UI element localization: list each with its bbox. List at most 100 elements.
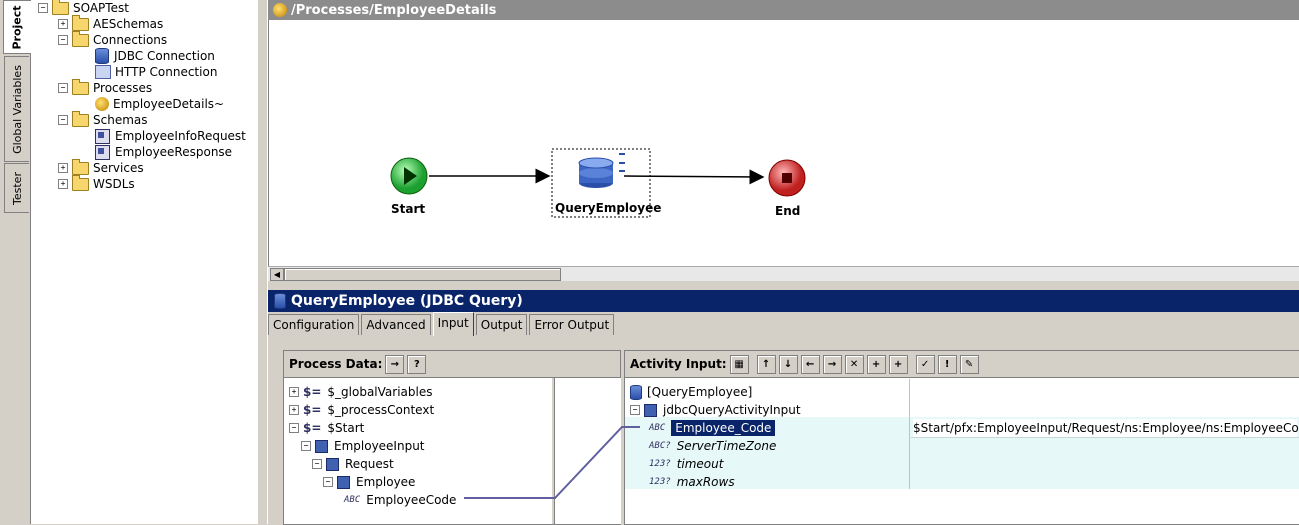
activity-input-header: Activity Input: ▦ ↑ ↓ ← → ✕ + + ✓ ! ✎	[625, 351, 1299, 378]
transition-query-end[interactable]	[623, 169, 765, 185]
activity-input-row[interactable]: [QueryEmployee]	[630, 383, 752, 401]
collapse-icon[interactable]: −	[38, 3, 48, 13]
tree-item-processes[interactable]: − Processes	[58, 78, 152, 96]
process-data-row[interactable]: +$=$_processContext	[289, 401, 434, 419]
scroll-thumb[interactable]	[284, 268, 561, 281]
activity-title: QueryEmployee (JDBC Query)	[291, 293, 523, 309]
add-icon[interactable]: +	[866, 354, 886, 374]
activity-tabs: Configuration Advanced Input Output Erro…	[268, 312, 616, 336]
tab-project[interactable]: Project	[3, 0, 31, 54]
start-node[interactable]	[390, 157, 428, 195]
scroll-left-icon[interactable]: ◀	[270, 268, 284, 281]
mapping-expression[interactable]: $Start/pfx:EmployeeInput/Request/ns:Empl…	[913, 419, 1299, 437]
process-diagram	[390, 148, 806, 218]
stop-icon	[782, 173, 792, 183]
move-right-icon[interactable]: →	[822, 354, 842, 374]
variable-icon: $=	[303, 421, 322, 435]
tree-item-http-connection[interactable]: HTTP Connection	[95, 64, 217, 80]
move-left-icon[interactable]: ←	[800, 354, 820, 374]
process-data-row[interactable]: −EmployeeInput	[301, 437, 425, 455]
tree-root[interactable]: − SOAPTest	[38, 0, 129, 16]
tab-advanced[interactable]: Advanced	[361, 314, 431, 335]
collapse-icon[interactable]: −	[58, 35, 68, 45]
database-icon	[95, 48, 109, 64]
move-down-icon[interactable]: ↓	[778, 354, 798, 374]
output-arrows-icon	[619, 153, 625, 172]
collapse-icon[interactable]: −	[58, 115, 68, 125]
edit-icon[interactable]: ✎	[959, 354, 979, 374]
process-data-header: Process Data: → ?	[284, 351, 620, 378]
tree-item-wsdls[interactable]: + WSDLs	[58, 174, 135, 192]
activity-input-row[interactable]: −jdbcQueryActivityInput	[630, 401, 801, 419]
canvas-horizontal-scrollbar[interactable]: ◀	[268, 266, 1299, 281]
folder-icon	[72, 158, 89, 175]
tab-configuration[interactable]: Configuration	[268, 314, 360, 335]
delete-icon[interactable]: ✕	[844, 354, 864, 374]
map-data-button[interactable]: →	[385, 354, 405, 374]
schema-icon	[95, 144, 110, 160]
collapse-icon[interactable]: −	[58, 83, 68, 93]
activity-input-row[interactable]: 123?maxRows	[649, 475, 735, 489]
empty-mapping-cells[interactable]	[911, 437, 1299, 490]
activity-title-bar: QueryEmployee (JDBC Query)	[268, 290, 1299, 312]
process-path: /Processes/EmployeeDetails	[291, 2, 497, 18]
expand-icon[interactable]: +	[58, 19, 68, 29]
record-icon	[337, 475, 350, 489]
tab-output[interactable]: Output	[475, 314, 528, 335]
move-up-icon[interactable]: ↑	[756, 354, 776, 374]
optional-string-icon: ABC?	[649, 441, 671, 451]
side-tab-bar: Project Global Variables Tester	[0, 0, 31, 524]
activity-input-panel: Activity Input: ▦ ↑ ↓ ← → ✕ + + ✓ ! ✎ [Q…	[624, 350, 1299, 525]
tree-item-employee-details[interactable]: EmployeeDetails~	[95, 96, 224, 112]
activity-input-row[interactable]: ABC?ServerTimeZone	[649, 439, 777, 453]
record-icon	[644, 403, 657, 417]
process-data-tree	[284, 378, 552, 524]
show-grid-icon[interactable]: ▦	[729, 354, 749, 374]
process-data-value-column	[554, 378, 621, 524]
panel-splitter[interactable]	[258, 0, 268, 524]
warning-icon[interactable]: !	[937, 354, 957, 374]
help-button[interactable]: ?	[407, 354, 427, 374]
process-data-row[interactable]: +$=$_globalVariables	[289, 383, 432, 401]
http-connection-icon	[95, 65, 111, 79]
query-node-label: QueryEmployee	[555, 201, 662, 215]
schema-icon	[95, 128, 110, 144]
database-icon	[630, 384, 642, 400]
process-icon	[273, 3, 287, 17]
database-icon	[274, 293, 286, 309]
add-child-icon[interactable]: +	[888, 354, 908, 374]
activity-input-row[interactable]: 123?timeout	[649, 457, 724, 471]
tree-item-jdbc-connection[interactable]: JDBC Connection	[95, 48, 215, 64]
optional-integer-icon: 123?	[649, 459, 671, 469]
folder-icon	[72, 110, 89, 127]
tree-item-services[interactable]: + Services	[58, 158, 144, 176]
folder-icon	[72, 14, 89, 31]
tab-error-output[interactable]: Error Output	[529, 314, 615, 335]
expand-icon[interactable]: +	[58, 179, 68, 189]
variable-icon: $=	[303, 385, 322, 399]
record-icon	[326, 457, 339, 471]
tab-tester[interactable]: Tester	[4, 163, 29, 213]
process-data-row[interactable]: −Employee	[323, 473, 415, 491]
tree-item-connections[interactable]: − Connections	[58, 30, 167, 48]
tree-item-aeschemas[interactable]: + AESchemas	[58, 14, 163, 32]
end-node[interactable]	[768, 159, 806, 197]
tab-global-variables[interactable]: Global Variables	[4, 56, 29, 162]
folder-icon	[72, 30, 89, 47]
project-tree: − SOAPTest + AESchemas − Connections JDB…	[31, 0, 259, 524]
string-icon: ABC	[649, 423, 666, 433]
tree-item-employee-info-request[interactable]: EmployeeInfoRequest	[95, 128, 246, 144]
process-canvas[interactable]: Start QueryEmployee End	[268, 20, 1299, 266]
tree-item-schemas[interactable]: − Schemas	[58, 110, 148, 128]
process-data-row[interactable]: −Request	[312, 455, 394, 473]
process-data-row[interactable]: −$=$Start	[289, 419, 364, 437]
folder-icon	[52, 0, 69, 15]
tab-input[interactable]: Input	[432, 312, 474, 336]
query-employee-node[interactable]	[551, 148, 651, 218]
tree-item-employee-response[interactable]: EmployeeResponse	[95, 144, 232, 160]
validate-icon[interactable]: ✓	[915, 354, 935, 374]
expand-icon[interactable]: +	[58, 163, 68, 173]
